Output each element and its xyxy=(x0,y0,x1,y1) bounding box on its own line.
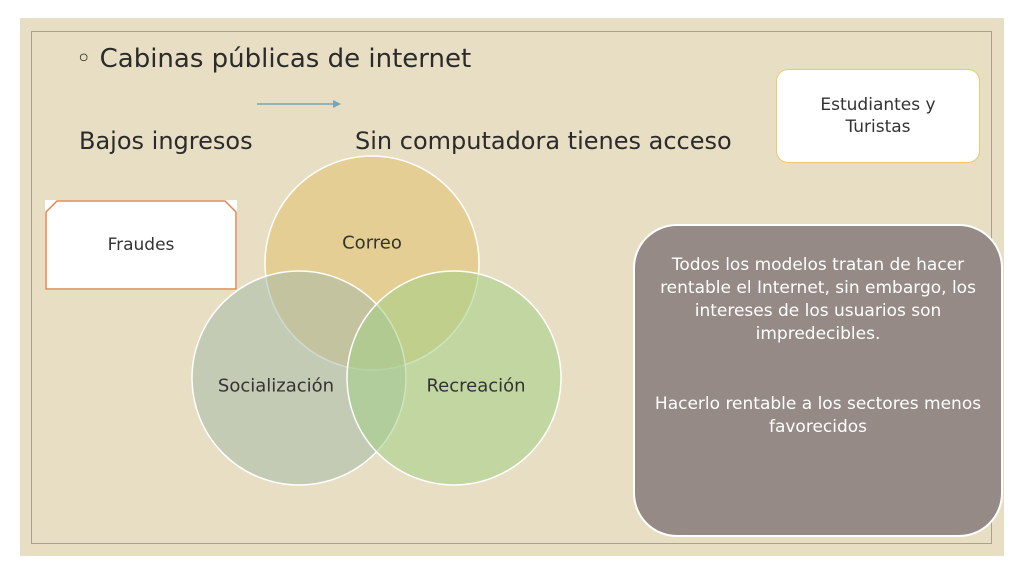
venn-label-left: Socialización xyxy=(217,375,335,397)
fraud-box: Fraudes xyxy=(45,200,237,290)
summary-box: Todos los modelos tratan de hacer rentab… xyxy=(633,224,1003,537)
bullet-text: Cabinas públicas de internet xyxy=(99,44,472,74)
summary-paragraph-2: Hacerlo rentable a los sectores menos fa… xyxy=(654,394,982,437)
venn-label-top: Correo xyxy=(342,232,402,254)
fraud-text: Fraudes xyxy=(107,235,175,255)
students-tourists-box: Estudiantes y Turistas xyxy=(776,69,980,163)
heading-low-income: Bajos ingresos xyxy=(79,127,253,155)
bullet-symbol: ◦ xyxy=(76,44,92,74)
summary-paragraph-1: Todos los modelos tratan de hacer rentab… xyxy=(660,255,976,344)
venn-label-right: Recreación xyxy=(426,375,526,397)
students-tourists-text: Estudiantes y Turistas xyxy=(820,95,936,137)
bullet-title: ◦ Cabinas públicas de internet xyxy=(76,44,471,74)
fraud-box-shape xyxy=(45,200,237,290)
right-arrow-icon xyxy=(257,100,341,108)
heading-no-computer-access: Sin computadora tienes acceso xyxy=(355,127,732,155)
venn-circle-right xyxy=(346,270,562,486)
